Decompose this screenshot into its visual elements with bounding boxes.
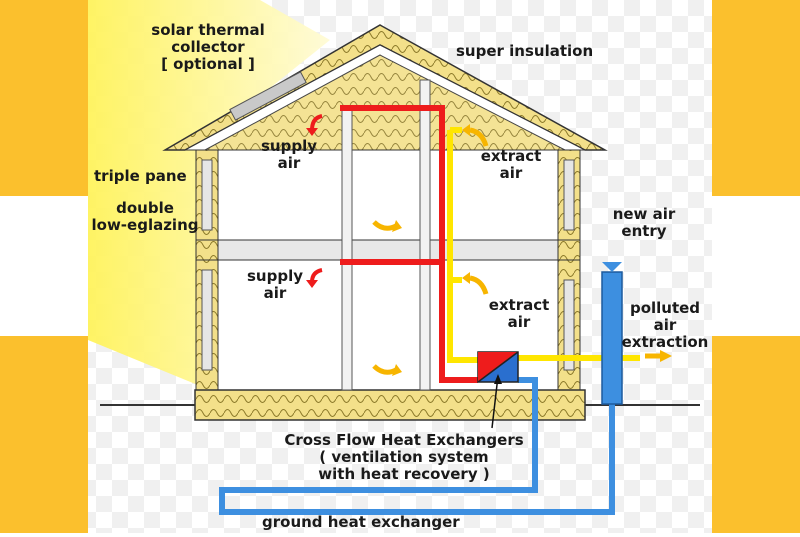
extract-air-lower-label-line-2: air [507, 313, 531, 331]
extract-arrow-lower [469, 275, 489, 295]
extract-arrow-lower-head [462, 272, 470, 284]
supply-air-upper-label-line-1: supply [260, 137, 317, 155]
extract-air-upper-label: extract air [472, 148, 550, 182]
solar-collector-label: solar thermal collector [ optional ] [138, 22, 278, 73]
band-block-bottom [0, 336, 88, 533]
extract-air-lower-label-line-1: extract [488, 296, 550, 314]
band-block-top [712, 0, 800, 196]
extract-arrow-upper-head [462, 124, 470, 136]
extract-air-upper-label-line-1: extract [480, 147, 542, 165]
extract-air-lower-label: extract air [480, 297, 558, 331]
window-upper-right [563, 159, 575, 231]
extract-duct-main [447, 130, 478, 363]
flow-arrow-lower-room-head [392, 364, 402, 376]
solar-collector-panel [229, 71, 307, 121]
interior-wall-right [419, 79, 431, 391]
double-glazing-label-line-2: low-eglazing [91, 216, 199, 234]
double-glazing-label: double low-eglazing [88, 200, 202, 234]
floor-slab-insulation-left [195, 239, 219, 261]
supply-air-lower-label-line-2: air [263, 284, 287, 302]
polluted-air-arrow-head [660, 350, 672, 362]
triple-pane-label: triple pane [94, 167, 187, 185]
new-air-entry-label-line-2: entry [621, 222, 667, 240]
ground-heat-exchanger-pipe [219, 280, 615, 515]
solar-collector-label-line-2: collector [171, 38, 245, 56]
fresh-air-entry-arrow [602, 262, 622, 272]
new-air-entry-label: new air entry [604, 206, 684, 240]
supply-duct-main [340, 105, 478, 383]
extract-air-upper-label-line-2: air [499, 164, 523, 182]
heat-exchanger-label-line-2: ( ventilation system [319, 448, 489, 466]
left-accent-band [0, 0, 88, 533]
heat-exchanger-divider [477, 351, 519, 383]
floor-slab-insulation-right [557, 239, 581, 261]
window-upper-left [201, 159, 213, 231]
interior-wall-left [341, 107, 353, 391]
flow-arrow-upper-room-head [392, 220, 402, 232]
new-air-entry-label-line-1: new air [612, 205, 676, 223]
house-interior [217, 149, 559, 391]
polluted-air-label-line-1: polluted [629, 299, 701, 317]
supply-air-upper-label-line-2: air [277, 154, 301, 172]
window-lower-right [563, 279, 575, 371]
foundation-insulation [194, 389, 586, 421]
polluted-air-label: polluted air extraction [618, 300, 712, 351]
floor-slab [195, 239, 581, 261]
heat-exchanger-label-line-3: with heat recovery ) [318, 465, 490, 483]
supply-air-lower-label: supply air [240, 268, 310, 302]
heat-exchanger-label-line-1: Cross Flow Heat Exchangers [284, 431, 524, 449]
polluted-air-label-line-3: extraction [621, 333, 709, 351]
band-block-bottom [712, 336, 800, 533]
extract-arrow-upper [469, 127, 489, 147]
heat-exchanger-pointer-tip [494, 374, 502, 384]
supply-air-upper-label: supply air [254, 138, 324, 172]
right-accent-band [712, 0, 800, 533]
window-lower-left [201, 269, 213, 371]
solar-collector-label-line-3: [ optional ] [161, 55, 255, 73]
solar-collector-label-line-1: solar thermal [151, 21, 265, 39]
supply-arrow-upper-head [306, 128, 318, 136]
double-glazing-label-line-1: double [116, 199, 174, 217]
band-block-top [0, 0, 88, 196]
heat-exchanger-pointer [491, 375, 499, 429]
super-insulation-label: super insulation [456, 42, 594, 60]
supply-air-lower-label-line-1: supply [246, 267, 303, 285]
ground-heat-exchanger-label: ground heat exchanger [262, 513, 460, 531]
left-accent-band-graphic [0, 0, 88, 533]
heat-exchanger-label: Cross Flow Heat Exchangers ( ventilation… [260, 432, 548, 483]
right-accent-band-graphic [712, 0, 800, 533]
supply-arrow-lower-head [306, 280, 318, 288]
polluted-air-label-line-2: air [653, 316, 677, 334]
